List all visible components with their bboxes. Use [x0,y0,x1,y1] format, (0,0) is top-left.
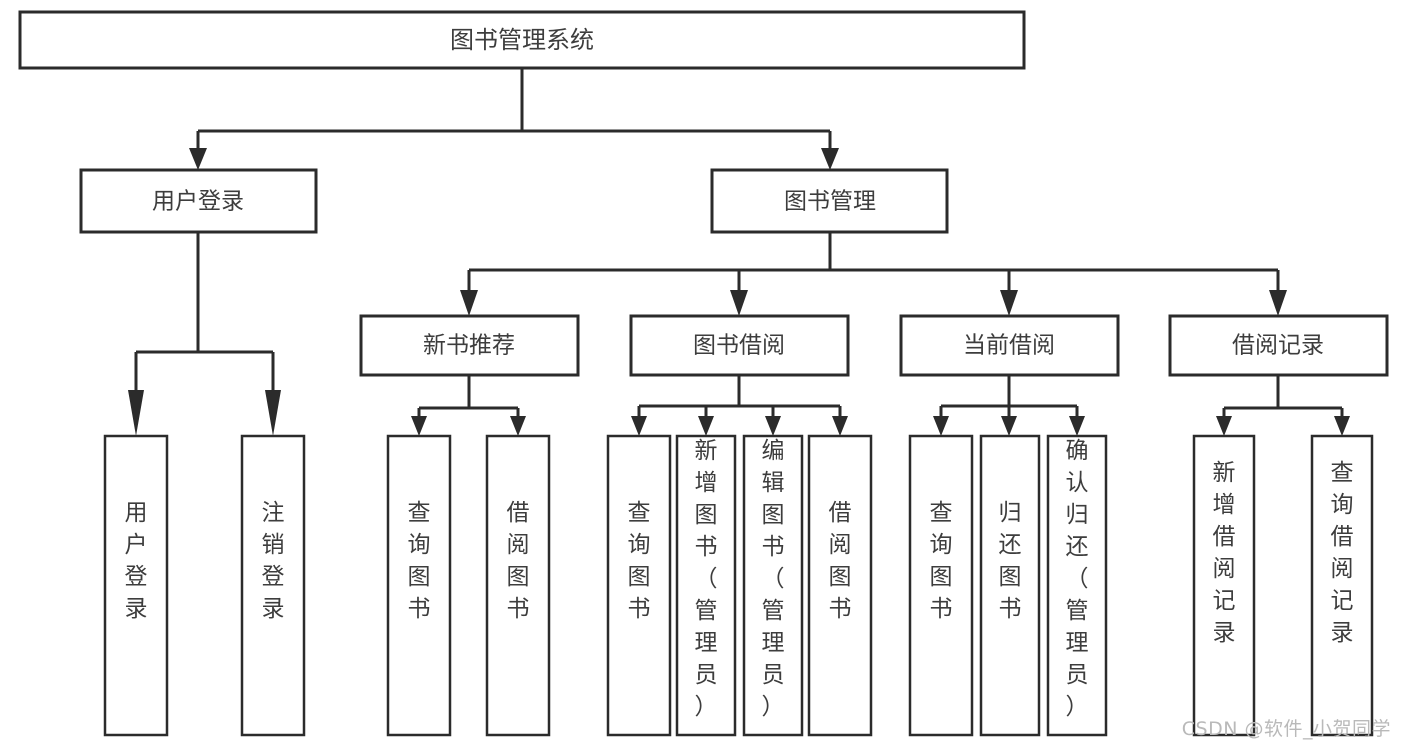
connector-group-borrow-record [1216,375,1350,436]
arrow-book-manage [821,148,839,170]
node-leaf-query-book-3[interactable]: 查询图书 [908,434,974,737]
node-leaf-query-book-3-box[interactable] [908,434,974,737]
arrow-leaf-add-book [698,416,714,436]
node-leaf-borrow-book-1[interactable]: 借阅图书 [485,434,551,737]
arrow-leaf-user-login [128,390,144,436]
node-leaf-user-logout[interactable]: 注销登录 [240,434,306,737]
node-borrow-record[interactable]: 借阅记录 [1168,314,1389,377]
node-current-borrow-box[interactable] [899,314,1120,377]
connector-group-user-login [128,232,281,436]
node-borrow-record-label: 借阅记录 [1232,333,1324,359]
node-leaf-borrow-book-2-box[interactable] [807,434,873,737]
arrow-borrow-record [1269,290,1287,316]
arrow-book-borrow [730,290,748,316]
node-leaf-add-book[interactable]: 新增图书（管理员） [675,434,737,737]
node-leaf-add-book-label: 新增图书（管理员） [695,438,718,720]
node-user-login-box[interactable] [79,168,318,234]
node-leaf-query-book-3-label: 查询图书 [930,500,953,622]
node-book-borrow[interactable]: 图书借阅 [629,314,850,377]
arrow-leaf-confirm-return [1069,416,1085,436]
node-root-label: 图书管理系统 [450,26,594,54]
arrow-current-borrow [1000,290,1018,316]
node-root-box[interactable] [18,10,1026,70]
node-leaf-query-book-1[interactable]: 查询图书 [386,434,452,737]
arrow-leaf-add-record [1216,416,1232,436]
node-user-login[interactable]: 用户登录 [79,168,318,234]
arrow-leaf-query-record [1334,416,1350,436]
arrow-leaf-return-book [1001,416,1017,436]
node-current-borrow[interactable]: 当前借阅 [899,314,1120,377]
node-book-manage-box[interactable] [710,168,949,234]
node-leaf-edit-book[interactable]: 编辑图书（管理员） [742,434,804,737]
node-root[interactable]: 图书管理系统 [18,10,1026,70]
node-leaf-edit-book-box[interactable] [742,434,804,737]
node-leaf-query-record-box[interactable] [1310,434,1374,737]
arrow-leaf-edit-book [765,416,781,436]
node-leaf-query-book-2-box[interactable] [606,434,672,737]
node-leaf-query-book-1-label: 查询图书 [408,500,431,622]
arrow-user-login [189,148,207,170]
node-leaf-return-book[interactable]: 归还图书 [979,434,1041,737]
node-book-manage[interactable]: 图书管理 [710,168,949,234]
node-book-manage-label: 图书管理 [784,189,876,215]
node-leaf-user-login-box[interactable] [103,434,169,737]
arrow-new-book-recommend [460,290,478,316]
connector-group-new-book-recommend [411,375,526,436]
arrow-leaf-query-book-3 [933,416,949,436]
arrow-leaf-borrow-book-1 [510,416,526,436]
node-new-book-recommend-label: 新书推荐 [423,333,515,359]
node-new-book-recommend-box[interactable] [359,314,580,377]
node-new-book-recommend[interactable]: 新书推荐 [359,314,580,377]
arrow-leaf-query-book-1 [411,416,427,436]
connector-group-book-borrow [631,375,848,436]
node-leaf-query-book-1-box[interactable] [386,434,452,737]
connector-group-root [189,68,839,170]
node-current-borrow-label: 当前借阅 [963,333,1055,359]
node-leaf-user-login-label: 用户登录 [125,500,148,622]
connector-group-current-borrow [933,375,1085,436]
node-leaf-confirm-return-label: 确认归还（管理员） [1066,438,1089,720]
node-leaf-add-record-label: 新增借阅记录 [1213,460,1236,646]
node-leaf-borrow-book-2-label: 借阅图书 [829,500,852,622]
node-leaf-add-record-box[interactable] [1192,434,1256,737]
node-book-borrow-box[interactable] [629,314,850,377]
node-user-login-label: 用户登录 [152,189,244,215]
node-leaf-borrow-book-2[interactable]: 借阅图书 [807,434,873,737]
node-leaf-edit-book-label: 编辑图书（管理员） [762,438,785,720]
arrow-leaf-user-logout [265,390,281,436]
node-leaf-user-logout-box[interactable] [240,434,306,737]
node-leaf-return-book-label: 归还图书 [999,500,1022,622]
node-leaf-confirm-return-box[interactable] [1046,434,1108,737]
node-book-borrow-label: 图书借阅 [693,333,785,359]
arrow-leaf-query-book-2 [631,416,647,436]
node-leaf-confirm-return[interactable]: 确认归还（管理员） [1046,434,1108,737]
arrow-leaf-borrow-book-2 [832,416,848,436]
node-borrow-record-box[interactable] [1168,314,1389,377]
node-leaf-borrow-book-1-label: 借阅图书 [507,500,530,622]
node-leaf-query-record[interactable]: 查询借阅记录 [1310,434,1374,737]
connector-group-book-manage [460,232,1287,316]
node-leaf-add-record[interactable]: 新增借阅记录 [1192,434,1256,737]
node-leaf-return-book-box[interactable] [979,434,1041,737]
node-leaf-query-book-2[interactable]: 查询图书 [606,434,672,737]
node-leaf-user-login[interactable]: 用户登录 [103,434,169,737]
node-leaf-user-logout-label: 注销登录 [262,500,285,622]
node-leaf-query-record-label: 查询借阅记录 [1331,460,1354,646]
node-leaf-add-book-box[interactable] [675,434,737,737]
node-leaf-query-book-2-label: 查询图书 [628,500,651,622]
node-leaf-borrow-book-1-box[interactable] [485,434,551,737]
